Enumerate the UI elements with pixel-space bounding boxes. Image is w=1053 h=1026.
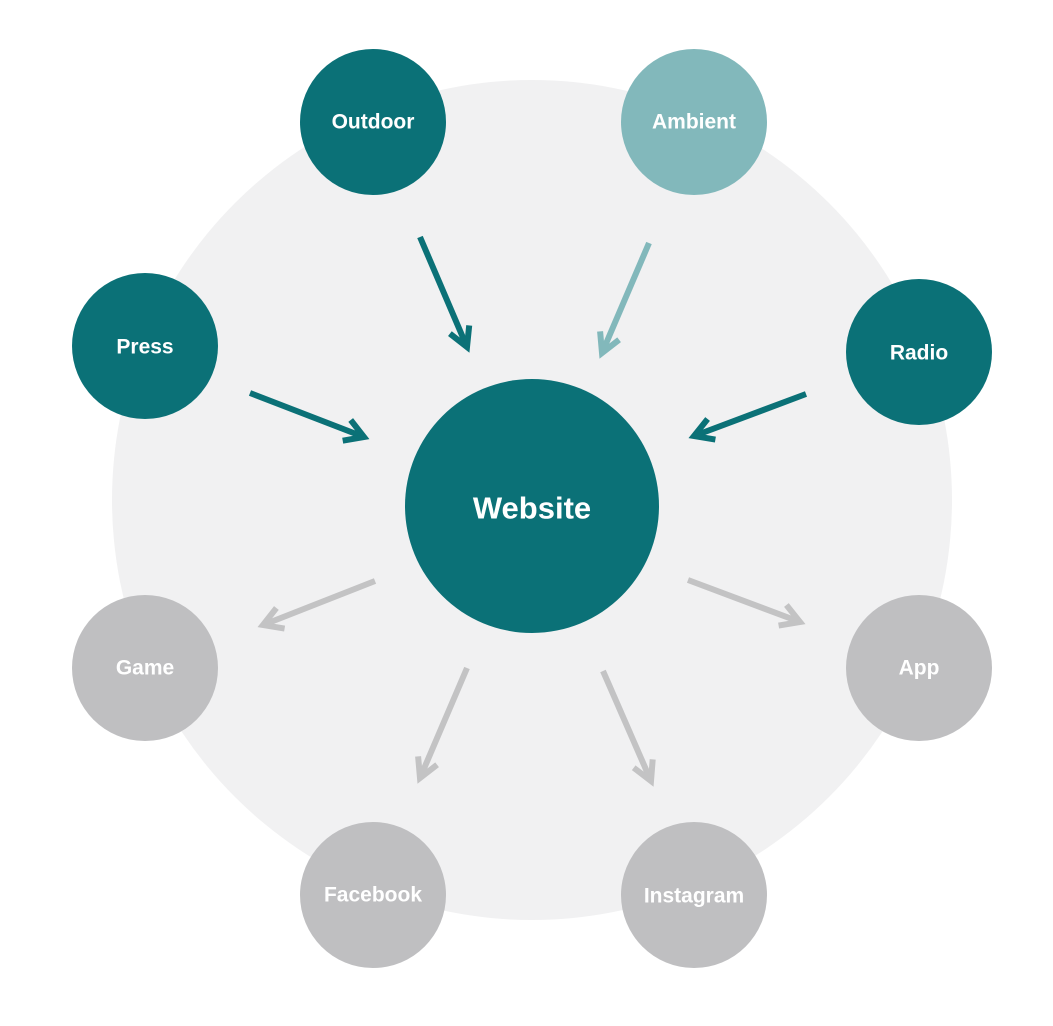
arrow-press-to-website xyxy=(248,390,370,444)
arrow-website-to-app xyxy=(686,577,806,629)
arrow-website-to-instagram xyxy=(600,669,656,787)
center-node-label: Website xyxy=(473,491,591,526)
center-node-website: Website xyxy=(405,379,659,633)
node-label: App xyxy=(899,657,940,680)
node-label: Ambient xyxy=(652,111,736,134)
node-ambient: Ambient xyxy=(621,49,767,195)
node-radio: Radio xyxy=(846,279,992,425)
node-app: App xyxy=(846,595,992,741)
node-press: Press xyxy=(72,273,218,419)
arrow-website-to-facebook xyxy=(415,666,470,784)
node-label: Facebook xyxy=(324,884,422,907)
node-game: Game xyxy=(72,595,218,741)
node-label: Game xyxy=(116,657,174,680)
node-label: Instagram xyxy=(644,885,744,908)
arrow-outdoor-to-website xyxy=(417,235,473,353)
node-label: Outdoor xyxy=(332,111,415,134)
node-instagram: Instagram xyxy=(621,822,767,968)
arrow-radio-to-website xyxy=(688,391,808,443)
node-outdoor: Outdoor xyxy=(300,49,446,195)
node-label: Radio xyxy=(890,342,948,365)
arrow-ambient-to-website xyxy=(597,241,652,359)
arrows xyxy=(248,235,808,787)
arrow-website-to-game xyxy=(257,578,377,632)
node-facebook: Facebook xyxy=(300,822,446,968)
node-label: Press xyxy=(116,336,173,359)
